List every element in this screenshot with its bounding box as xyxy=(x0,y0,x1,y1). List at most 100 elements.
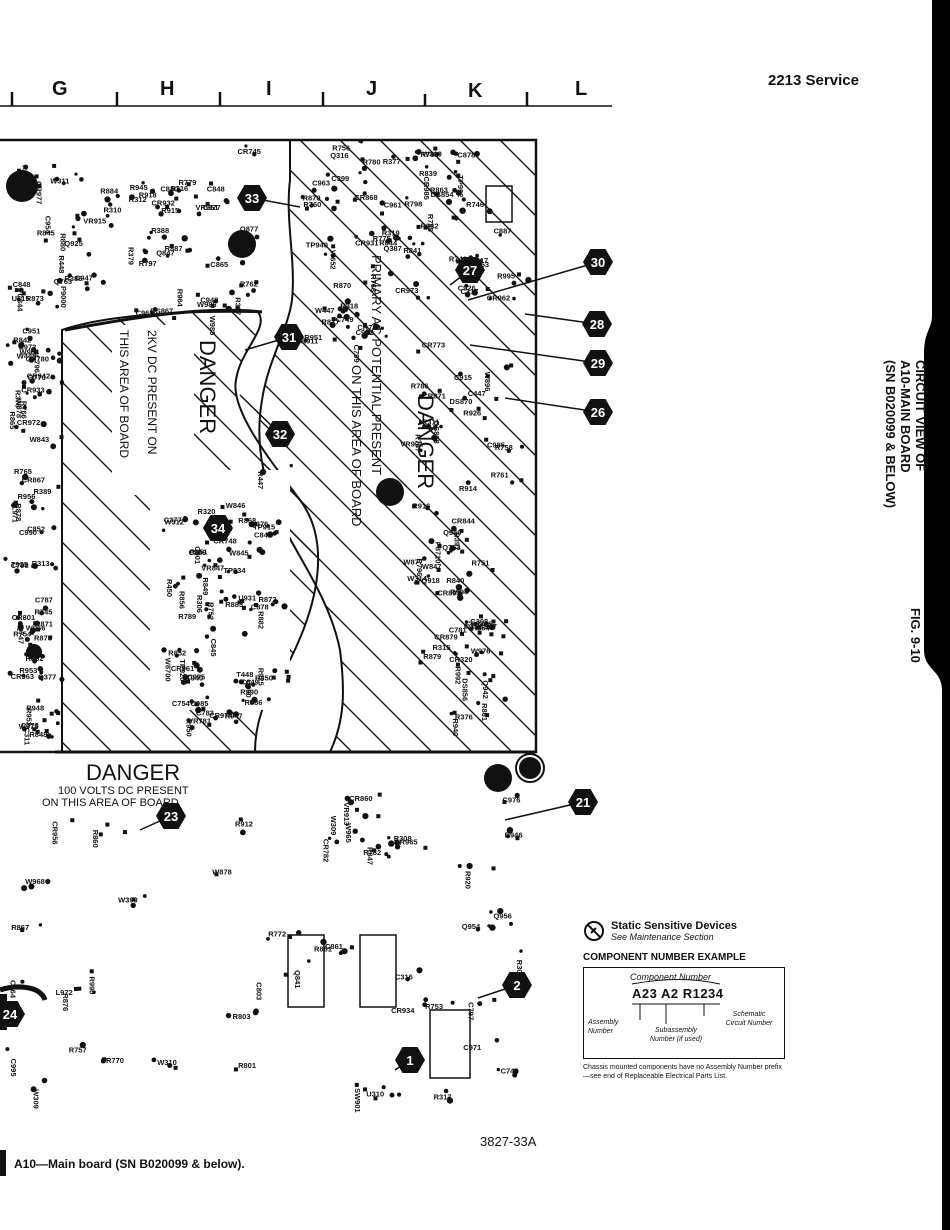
component-label: W878 xyxy=(15,398,24,418)
component-pad xyxy=(37,183,42,188)
component-pad xyxy=(39,610,45,616)
component-pad xyxy=(5,343,10,347)
component-pad xyxy=(215,256,221,261)
component-pad xyxy=(324,196,330,201)
component-pad xyxy=(494,396,499,401)
callout-24: 24 xyxy=(0,1001,25,1027)
component-pad xyxy=(389,1092,395,1098)
component-label: W447 xyxy=(315,306,335,315)
component-pad xyxy=(50,443,57,450)
component-pad xyxy=(455,189,462,196)
component-pad xyxy=(360,837,365,843)
component-pad xyxy=(74,987,78,991)
component-pad xyxy=(359,140,364,144)
component-pad xyxy=(325,172,330,177)
component-pad xyxy=(239,260,246,266)
component-pad xyxy=(388,840,395,847)
component-pad xyxy=(238,817,243,822)
component-label: P9000 xyxy=(59,286,68,308)
component-label: L972 xyxy=(56,988,73,997)
component-pad xyxy=(384,334,388,338)
callout-hexagon xyxy=(274,324,304,350)
component-label: C971 xyxy=(463,1043,481,1052)
component-pad xyxy=(226,569,231,574)
component-pad xyxy=(433,146,438,151)
component-label: CR780 xyxy=(26,355,49,364)
figure-reference: 3827-33A xyxy=(480,1134,537,1149)
component-pad xyxy=(34,620,40,626)
component-label: R887 xyxy=(165,244,183,253)
component-label: R377 xyxy=(383,157,401,166)
component-pad xyxy=(248,521,255,528)
component-pad xyxy=(464,283,469,288)
component-pad xyxy=(482,672,487,677)
component-label: W309 xyxy=(329,816,338,836)
component-pad xyxy=(181,235,188,242)
component-pad xyxy=(205,263,210,268)
legend: Static Sensitive Devices See Maintenance… xyxy=(583,920,838,1081)
hv-danger-text: DANGER xyxy=(195,340,220,434)
static-sub: See Maintenance Section xyxy=(611,932,714,942)
component-pad xyxy=(253,1008,259,1014)
component-label: CR748 xyxy=(213,537,236,546)
component-pad xyxy=(165,205,170,209)
component-pad xyxy=(28,356,35,363)
component-pad xyxy=(320,938,327,946)
component-pad xyxy=(244,144,248,148)
component-label: R840 xyxy=(446,576,464,585)
ic-u931 xyxy=(485,185,513,223)
callout-33: 33 xyxy=(237,185,301,211)
component-label: W309 xyxy=(32,1089,41,1109)
component-label: R842 xyxy=(13,336,31,345)
callout-hexagon xyxy=(237,185,267,211)
component-pad xyxy=(254,603,258,607)
component-pad xyxy=(245,292,250,297)
component-pad xyxy=(192,519,199,526)
component-label: R797 xyxy=(139,259,157,268)
component-pad xyxy=(35,729,40,734)
component-pad xyxy=(459,528,464,533)
component-pad xyxy=(376,814,381,819)
component-pad xyxy=(460,631,464,636)
legend-note: Chassis mounted components have no Assem… xyxy=(583,1064,782,1080)
component-pad xyxy=(21,726,27,732)
component-labels: CR942R945R946VR951R942R947C947R950C948C9… xyxy=(8,143,524,1112)
callout-hexagon xyxy=(582,311,612,337)
component-label: W877 xyxy=(403,557,423,566)
component-label: R850 xyxy=(255,673,273,682)
component-label: Q942 xyxy=(481,680,490,698)
component-pad xyxy=(274,530,279,535)
component-label: CR933 xyxy=(21,386,44,395)
component-label: CR961 xyxy=(171,664,194,673)
component-pad xyxy=(150,310,154,314)
component-pad xyxy=(23,164,29,170)
component-label: R844 xyxy=(379,239,398,248)
component-label: R307 xyxy=(515,960,524,978)
component-label: C447 xyxy=(468,389,486,398)
callout-hexagon xyxy=(568,789,598,815)
component-pad xyxy=(81,210,87,217)
component-pad xyxy=(167,1063,173,1068)
component-pad xyxy=(459,207,466,214)
component-pad xyxy=(213,299,219,304)
component-pad xyxy=(155,204,161,210)
component-pad xyxy=(380,326,384,330)
component-pad xyxy=(213,563,218,568)
component-pad xyxy=(100,279,106,285)
component-label: R379 xyxy=(127,247,136,265)
component-label: CR931 xyxy=(355,239,378,248)
component-label: R952 xyxy=(25,708,34,726)
component-label: R868 xyxy=(238,516,256,525)
component-pad xyxy=(436,567,441,572)
component-pad xyxy=(98,832,103,837)
component-pad xyxy=(108,202,113,207)
component-pad xyxy=(176,188,182,193)
component-label: P8710 xyxy=(433,542,442,564)
component-label: W843 xyxy=(30,435,50,444)
component-label: Q387 xyxy=(384,244,402,253)
component-pad xyxy=(39,670,44,675)
component-pad xyxy=(42,718,47,723)
component-pad xyxy=(255,590,262,596)
component-pad xyxy=(74,172,78,176)
